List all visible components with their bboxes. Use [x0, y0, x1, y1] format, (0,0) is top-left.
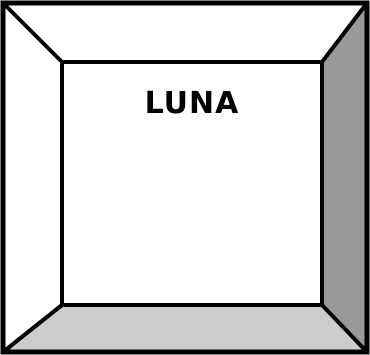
- bottom-bevel-panel: [3, 305, 367, 352]
- top-bevel-panel: [3, 3, 367, 62]
- box-label: LUNA: [62, 84, 322, 124]
